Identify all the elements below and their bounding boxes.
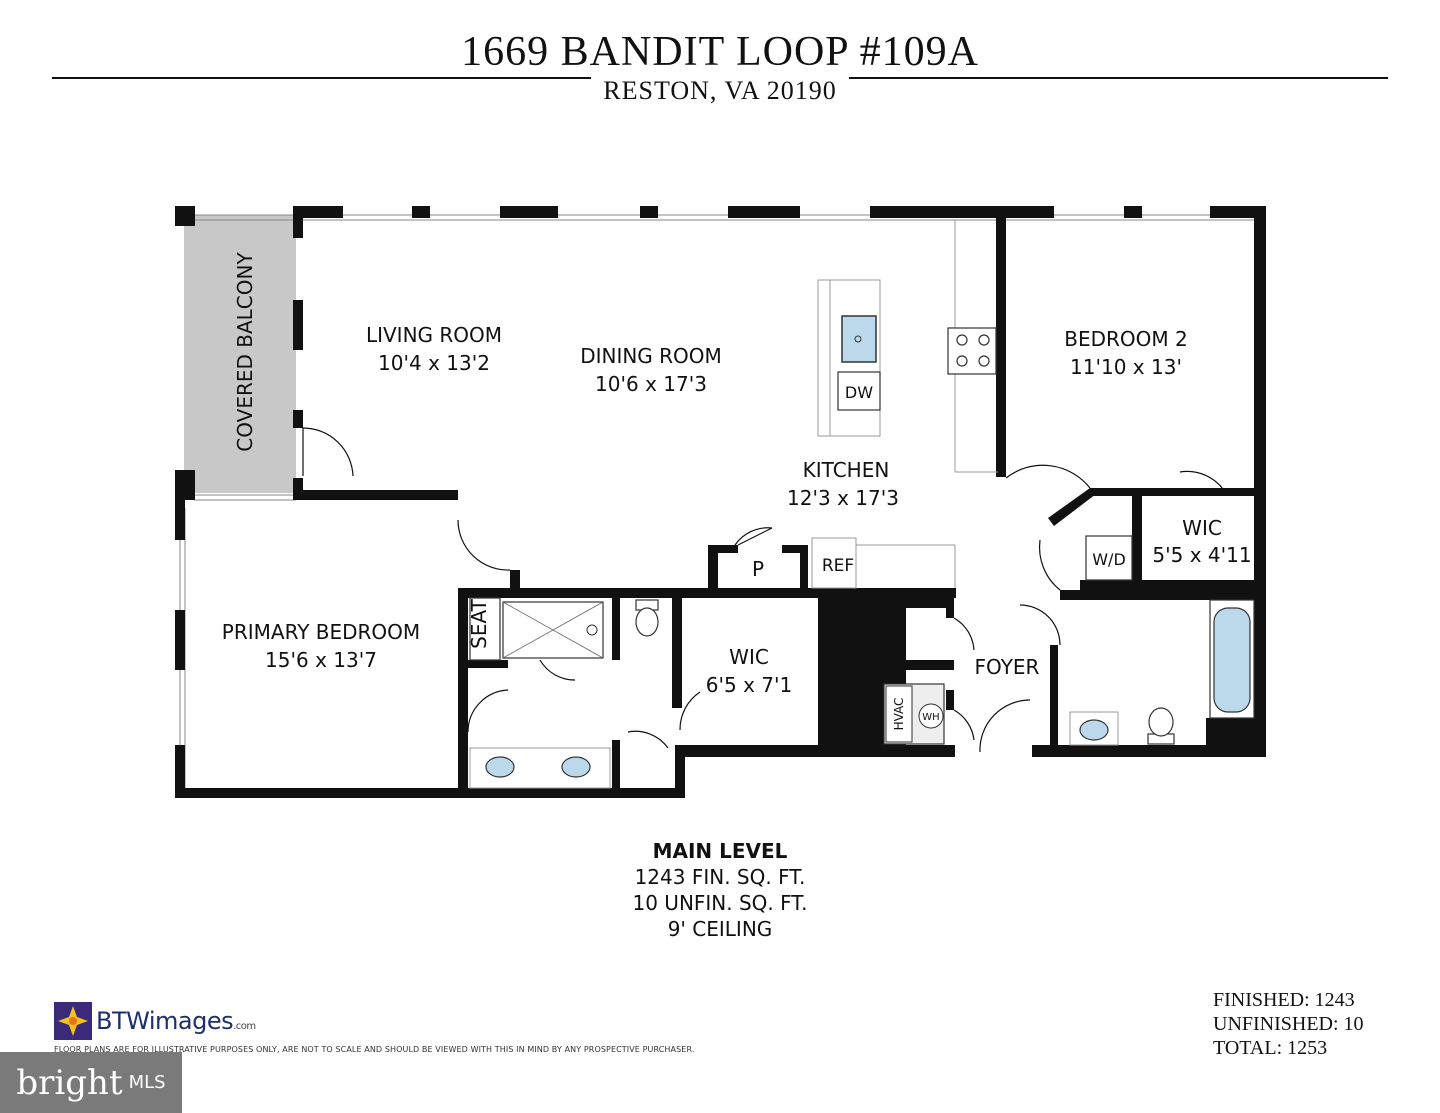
pantry-label: P [752, 557, 764, 581]
foyer-label: FOYER [975, 655, 1040, 679]
dining-room-size: 10'6 x 17'3 [595, 372, 707, 396]
address-subtitle: RESTON, VA 20190 [0, 74, 1440, 108]
living-room-name: LIVING ROOM [366, 323, 502, 347]
dishwasher [837, 371, 881, 411]
level-ceiling: 9' CEILING [667, 917, 773, 941]
brand-text: BTWimages [96, 1007, 234, 1035]
door-swings [302, 427, 1226, 753]
toilets [635, 599, 1175, 745]
total-finished: FINISHED: 1243 [1213, 989, 1355, 1011]
hvac-label: HVAC [892, 698, 906, 731]
disclaimer: FLOOR PLANS ARE FOR ILLUSTRATIVE PURPOSE… [54, 1045, 695, 1054]
level-unfinished-sqft: 10 UNFIN. SQ. FT. [632, 891, 808, 915]
total-area: TOTAL: 1253 [1213, 1037, 1328, 1059]
dishwasher-label: DW [845, 383, 873, 402]
bath2-vanity [1069, 711, 1119, 746]
bedroom2-size: 11'10 x 13' [1070, 355, 1182, 379]
shower-seat [469, 597, 501, 661]
seat-label: SEAT [467, 598, 491, 648]
water-heater [918, 703, 944, 729]
living-room-size: 10'4 x 13'2 [378, 351, 490, 375]
primary-bedroom-size: 15'6 x 13'7 [265, 648, 377, 672]
level-finished-sqft: 1243 FIN. SQ. FT. [634, 865, 806, 889]
kitchen-counters [811, 220, 998, 589]
shower [502, 601, 604, 659]
btw-logo-icon [54, 1002, 92, 1040]
balcony-area [184, 215, 296, 493]
wic-small-name: WIC [1182, 516, 1222, 540]
bedroom2-name: BEDROOM 2 [1064, 327, 1187, 351]
mls-tag-text: MLS [128, 1072, 166, 1093]
level-name: MAIN LEVEL [652, 839, 788, 863]
area-totals: FINISHED: 1243 UNFINISHED: 10 TOTAL: 125… [1213, 988, 1364, 1060]
primary-bedroom-name: PRIMARY BEDROOM [222, 620, 420, 644]
walls [175, 206, 1266, 798]
level-info: MAIN LEVEL 1243 FIN. SQ. FT. 10 UNFIN. S… [520, 838, 920, 942]
wd-label: W/D [1092, 550, 1126, 569]
wic-primary-size: 6'5 x 7'1 [706, 673, 792, 697]
city-state-zip: RESTON, VA 20190 [591, 76, 849, 105]
window-lines [179, 214, 1258, 790]
brand-name: BTWimages.com [96, 1007, 256, 1035]
brand: BTWimages.com [54, 1002, 256, 1040]
washer-dryer [1085, 535, 1133, 581]
range [947, 327, 997, 375]
double-vanity [469, 747, 611, 789]
brand-suffix: .com [233, 1021, 256, 1032]
sink-drain [854, 335, 862, 343]
total-unfinished: UNFINISHED: 10 [1213, 1013, 1364, 1035]
kitchen-size: 12'3 x 17'3 [787, 486, 899, 510]
dining-room-name: DINING ROOM [580, 344, 722, 368]
bathtub-basin [1213, 607, 1251, 713]
kitchen-sink [841, 315, 877, 363]
range-burners [956, 334, 990, 367]
vanity-sinks [485, 719, 1109, 778]
wic-primary-name: WIC [729, 645, 769, 669]
mls-bright-text: bright [16, 1062, 123, 1103]
address-title: 1669 BANDIT LOOP #109A [461, 29, 979, 75]
ref-label: REF [822, 556, 854, 576]
kitchen-name: KITCHEN [803, 458, 890, 482]
balcony-label: COVERED BALCONY [233, 252, 257, 452]
mls-watermark: bright MLS [0, 1052, 182, 1113]
shower-head [586, 624, 598, 636]
wh-label: WH [922, 712, 939, 723]
wic-small-size: 5'5 x 4'11 [1152, 543, 1251, 567]
hvac-unit [885, 685, 913, 743]
